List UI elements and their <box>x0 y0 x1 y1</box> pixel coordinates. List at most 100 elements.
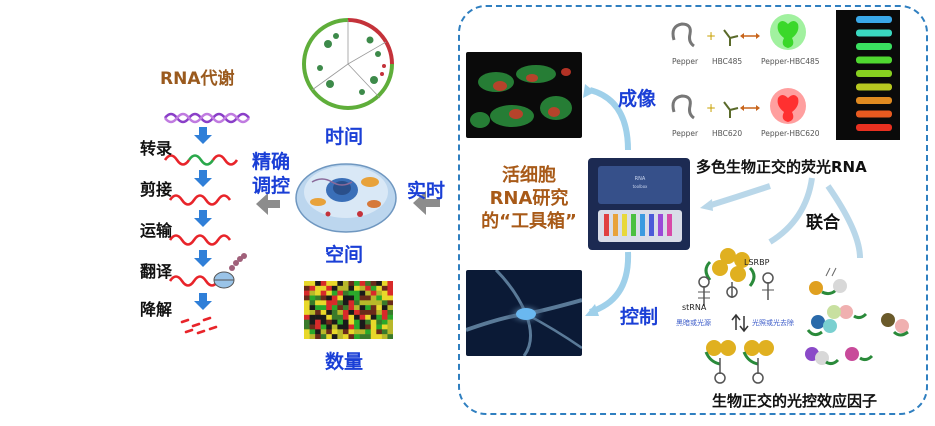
pepper-a-right: Pepper-HBC485 <box>761 57 820 66</box>
time-label: 时间 <box>325 126 364 148</box>
heatmap-cell <box>331 319 338 325</box>
heatmap-cell <box>365 324 372 330</box>
heatmap-cell <box>337 281 344 287</box>
heatmap-cell <box>309 310 316 316</box>
step-translation: 翻译 <box>140 262 173 281</box>
heatmap-cell <box>331 305 338 311</box>
heatmap-cell <box>337 314 344 320</box>
heatmap-cell <box>376 281 383 287</box>
heatmap-cell <box>348 300 355 306</box>
strna-hairpin-right <box>762 272 774 300</box>
heatmap-cell <box>387 310 393 316</box>
svg-text:+: + <box>706 29 716 43</box>
cell-imaging-photo <box>466 52 582 138</box>
cell-3d-icon <box>295 163 397 233</box>
heatmap-cell <box>381 329 388 335</box>
heatmap-cell <box>337 310 344 316</box>
heatmap-cell <box>387 290 393 296</box>
heatmap-cell <box>304 334 310 339</box>
heatmap-cell <box>331 314 338 320</box>
heatmap-cell <box>320 329 327 335</box>
step-transcription: 转录 <box>140 139 173 158</box>
heatmap-cell <box>376 334 383 339</box>
heatmap-cell <box>370 334 377 339</box>
heatmap-cell <box>381 300 388 306</box>
down-arrow-1 <box>194 127 212 144</box>
rna-mature-1 <box>168 194 232 206</box>
heatmap-cell <box>326 334 333 339</box>
heatmap-cell <box>370 310 377 316</box>
heatmap-cell <box>354 305 360 311</box>
heatmap-cell <box>304 281 310 287</box>
dna-helix <box>163 112 251 124</box>
heatmap-cell <box>387 305 393 311</box>
heatmap-cell <box>320 324 327 330</box>
heatmap-cell <box>365 305 372 311</box>
heatmap-cell <box>354 295 360 301</box>
heatmap-cell <box>365 281 372 287</box>
heatmap-cell <box>376 300 383 306</box>
heatmap-cell <box>348 295 355 301</box>
heatmap-cell <box>370 329 377 335</box>
heatmap-cell <box>309 285 316 291</box>
heatmap-cell <box>354 319 360 325</box>
heatmap-cell <box>315 319 321 325</box>
heatmap-cell <box>381 281 388 287</box>
control-label: 控制 <box>620 306 659 328</box>
heatmap-cell <box>342 314 349 320</box>
fluorescent-tube <box>856 124 892 131</box>
heatmap-cell <box>365 310 372 316</box>
heatmap-cell <box>342 295 349 301</box>
heatmap-cell <box>376 285 383 291</box>
heatmap-cell <box>348 281 355 287</box>
heatmap-cell <box>376 290 383 296</box>
heatmap-cell <box>348 285 355 291</box>
fluorescent-tube <box>856 16 892 23</box>
heatmap-cell <box>331 329 338 335</box>
heatmap-cell <box>342 334 349 339</box>
heatmap-cell <box>315 300 321 306</box>
heatmap-cell <box>337 319 344 325</box>
heatmap-cell <box>342 300 349 306</box>
heatmap-cell <box>387 334 393 339</box>
heatmap-cell <box>376 329 383 335</box>
rna-transcript-spliced <box>163 154 239 166</box>
heatmap-cell <box>315 281 321 287</box>
svg-text:RNA: RNA <box>635 176 646 182</box>
heatmap-cell <box>381 295 388 301</box>
heatmap-cell <box>331 295 338 301</box>
heatmap-cell <box>381 314 388 320</box>
heatmap-cell <box>309 281 316 287</box>
heatmap-cell <box>309 314 316 320</box>
heatmap-cell <box>381 290 388 296</box>
heatmap-cell <box>315 329 321 335</box>
fluorescent-tube <box>856 97 892 104</box>
heatmap-cell <box>309 334 316 339</box>
toolbox-title: 活细胞 RNA研究 的“工具箱” <box>481 165 577 232</box>
heatmap-cell <box>365 300 372 306</box>
heatmap-cell <box>359 295 366 301</box>
down-arrow-3 <box>194 210 212 227</box>
opto-condition-left: 黑暗或光源 <box>676 319 711 327</box>
heatmap-cell <box>342 285 349 291</box>
heatmap-cell <box>337 329 344 335</box>
heatmap-cell <box>354 334 360 339</box>
heatmap-cell <box>359 314 366 320</box>
pepper-b-right: Pepper-HBC620 <box>761 129 820 138</box>
lsrbp-dimer-icon <box>704 248 756 298</box>
heatmap-cell <box>342 290 349 296</box>
fluorescent-tube <box>856 43 892 50</box>
down-arrow-5 <box>194 293 212 310</box>
heatmap-cell <box>354 314 360 320</box>
heatmap-cell <box>348 319 355 325</box>
heatmap-cell <box>320 300 327 306</box>
heatmap-cell <box>331 285 338 291</box>
heatmap-cell <box>359 324 366 330</box>
heatmap-cell <box>348 310 355 316</box>
heatmap-cell <box>354 310 360 316</box>
effector-pairs <box>805 267 909 366</box>
heatmap-cell <box>304 329 310 335</box>
heatmap-cell <box>304 324 310 330</box>
heatmap-cell <box>354 300 360 306</box>
